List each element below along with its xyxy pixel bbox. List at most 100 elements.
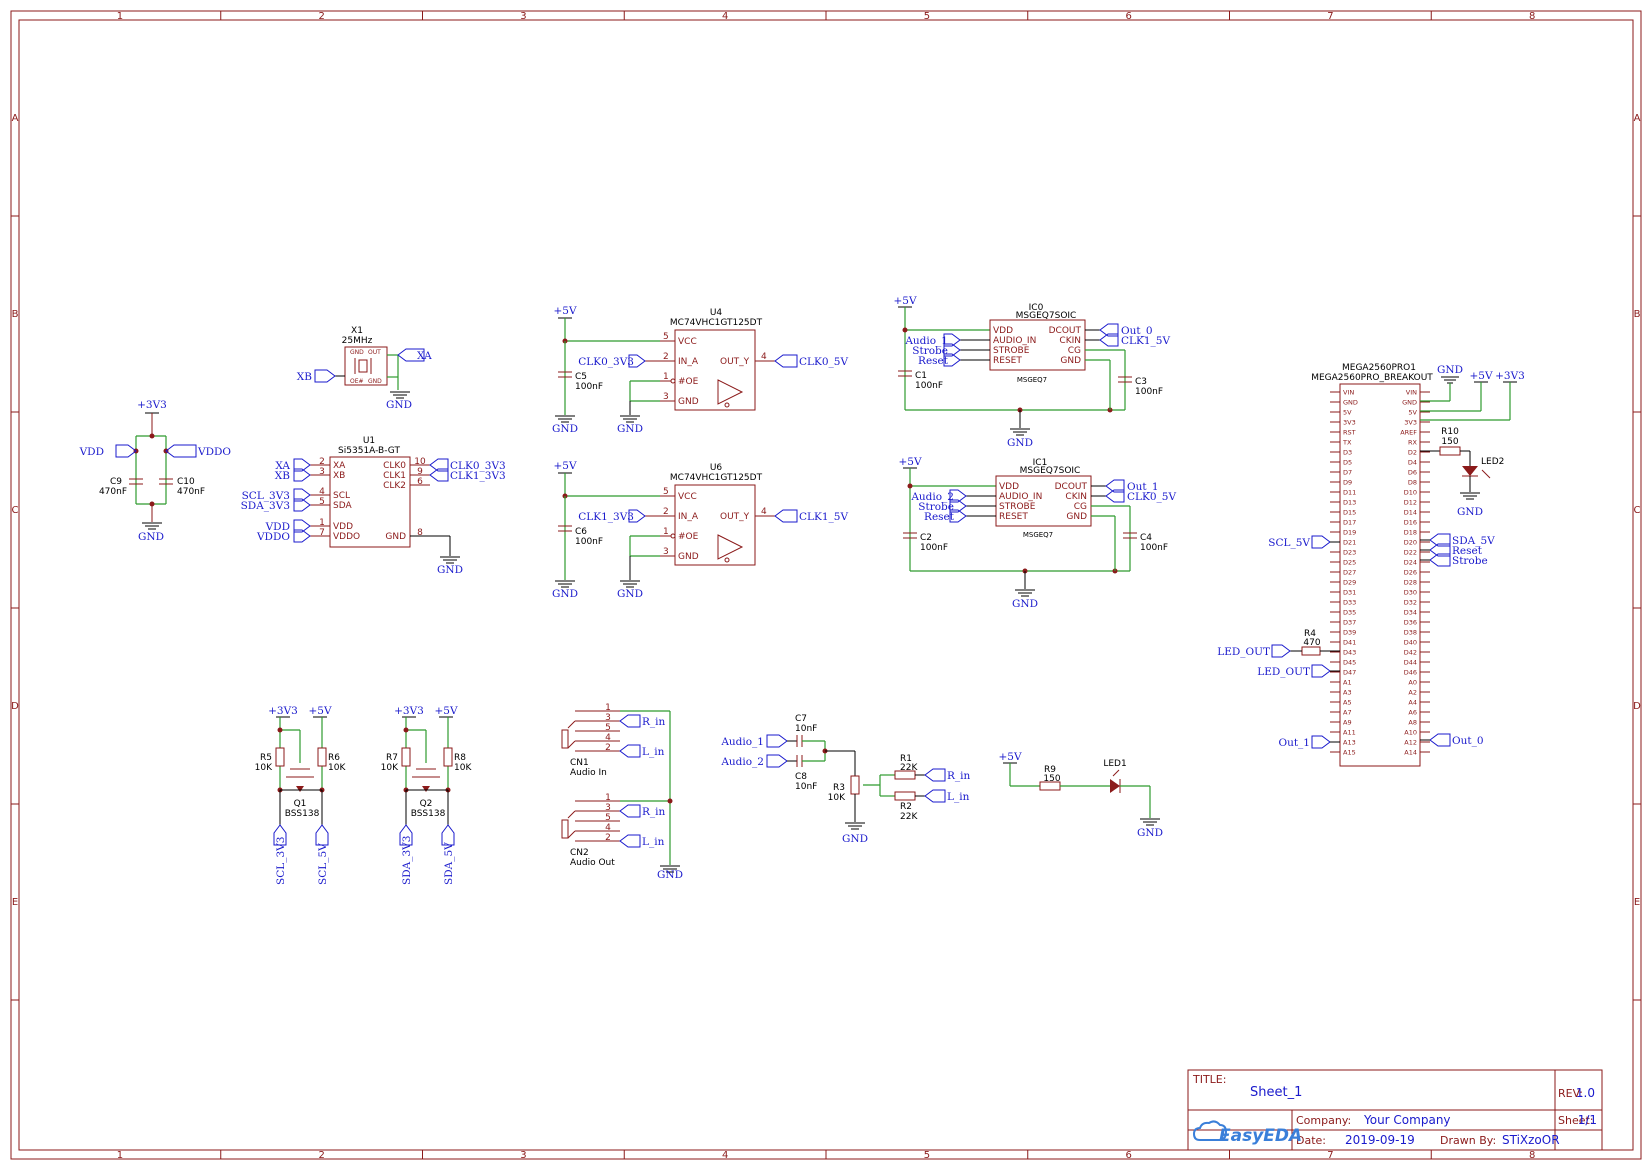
col-label-4: 4: [722, 11, 728, 22]
mega-pin-right-d32: D32: [1404, 599, 1417, 607]
col-label-bottom-3: 3: [520, 1150, 526, 1161]
svg-text:R1: R1: [900, 754, 912, 764]
ic1-body-label: MSGEQ7: [1023, 531, 1053, 539]
c3-value: 100nF: [1135, 387, 1163, 397]
u1-net-flag-sda_3v3[interactable]: [293, 498, 311, 512]
mega-pin-right-d26: D26: [1404, 569, 1417, 577]
u1-net-flag-vddo[interactable]: [293, 529, 311, 543]
u1-ref: U1: [363, 436, 375, 446]
u1-net-flag-xb[interactable]: [293, 468, 311, 482]
mega2560-pro-breakout[interactable]: MEGA2560PRO1 MEGA2560PRO_BREAKOUT VINGND…: [1311, 363, 1433, 767]
mega-pin-right-d44: D44: [1404, 659, 1417, 667]
svg-text:LED_OUT: LED_OUT: [1217, 646, 1270, 658]
c4-ref: C4: [1140, 533, 1152, 543]
row-label-right-E: E: [1634, 897, 1640, 908]
mega-pin-left-a1: A1: [1343, 679, 1352, 687]
cn1-l-in-flag[interactable]: [619, 744, 641, 758]
mega-pin-right-a10: A10: [1404, 729, 1417, 737]
mega-pin-left-3v3: 3V3: [1343, 419, 1356, 427]
svg-text:+5V: +5V: [898, 456, 921, 468]
decoupling-caps[interactable]: +3V3 C9 470nF C10 470nF GND: [99, 399, 205, 543]
u1-pin-num-6: 6: [417, 477, 423, 487]
mega-pin-right-d10: D10: [1404, 489, 1417, 497]
net-clk0-5v-out-flag[interactable]: CLK0_5V: [774, 354, 848, 368]
mega-pin-right-3v3: 3V3: [1404, 419, 1417, 427]
net-vdd-flag-left[interactable]: VDD: [79, 444, 137, 458]
col-label-6: 6: [1125, 11, 1131, 22]
ic0-net-flags[interactable]: Audio_1 Strobe Reset Out_0 CLK1_5V: [904, 323, 1170, 367]
svg-text:SDA_3V3: SDA_3V3: [401, 836, 413, 885]
crystal-x1[interactable]: X1 25MHz GND OUT OE# GND: [335, 326, 399, 390]
led1-circuit[interactable]: +5V R9 150 LED1 GND: [998, 751, 1163, 839]
u1-value: Si5351A-B-GT: [338, 446, 400, 456]
c6-value: 100nF: [575, 537, 603, 547]
svg-text:Reset: Reset: [1452, 545, 1483, 557]
svg-text:10K: 10K: [454, 763, 472, 773]
sheet-value: 1/1: [1578, 1113, 1597, 1127]
cn2-pin-5: 5: [605, 813, 611, 823]
net-vddo-flag-right[interactable]: VDDO: [165, 444, 231, 458]
net-clk0-3v3-in-flag[interactable]: CLK0_3V3: [578, 354, 646, 368]
u4-buffer[interactable]: +5V C5 100nF GND U4 MC74VHC1GT125DT VCC …: [552, 305, 775, 435]
u1-pin-xb: XB: [333, 471, 345, 481]
svg-text:Out_0: Out_0: [1452, 735, 1484, 747]
u6-ref: U6: [710, 463, 723, 473]
ic1-msgeq7[interactable]: +5V C2 100nF GND IC1 MSGEQ7SOIC VDD AUDI…: [898, 456, 1168, 610]
net-clk1-3v3-in-flag[interactable]: CLK1_3V3: [578, 509, 646, 523]
svg-text:+5V: +5V: [1469, 370, 1492, 382]
mega-pin-right-aref: AREF: [1400, 429, 1417, 437]
svg-text:BSS138: BSS138: [411, 809, 446, 819]
row-label-B: B: [12, 309, 19, 320]
ic0-ref: IC0: [1029, 303, 1044, 313]
cn1-pin-2: 2: [605, 743, 611, 753]
svg-text:5: 5: [663, 332, 669, 342]
svg-text:L_in: L_in: [947, 791, 970, 803]
mega-pin-right-d8: D8: [1408, 479, 1417, 487]
ic1-net-flags[interactable]: Audio_2 Strobe Reset Out_1 CLK0_5V: [910, 479, 1176, 523]
u1-net-sda_3v3: SDA_3V3: [241, 500, 290, 512]
net-clk1-5v-out-flag[interactable]: CLK1_5V: [774, 509, 848, 523]
ic0-msgeq7[interactable]: +5V C1 100nF GND IC0 MSGEQ7SOIC VDD AUDI…: [893, 295, 1163, 449]
mega-pin-right-vin: VIN: [1406, 389, 1417, 397]
u6-buffer[interactable]: +5V C6 100nF GND U6 MC74VHC1GT125DT VCC …: [552, 460, 775, 600]
mega-ref: MEGA2560PRO1: [1342, 363, 1416, 373]
col-label-bottom-7: 7: [1327, 1150, 1333, 1161]
svg-text:2: 2: [663, 352, 669, 362]
easyeda-logo: EasyEDA: [1192, 1120, 1302, 1146]
u1-si5351[interactable]: U1 Si5351A-B-GT XA2XAXB3XBSCL4SCL_3V3SDA…: [241, 436, 506, 576]
mega-pin-left-d37: D37: [1343, 619, 1356, 627]
mega-pin-left-a11: A11: [1343, 729, 1356, 737]
svg-text:GND: GND: [1012, 598, 1038, 610]
u1-pin-num-3: 3: [319, 467, 325, 477]
mega-pin-right-d24: D24: [1404, 559, 1417, 567]
svg-text:SCL_5V: SCL_5V: [317, 843, 329, 885]
cn1-net-l-in: L_in: [642, 746, 665, 758]
c3-ref: C3: [1135, 377, 1147, 387]
mega-net-flags[interactable]: SCL_5V SDA_5V Reset Strobe R4 470 LED_OU…: [1217, 533, 1495, 749]
c6-ref: C6: [575, 527, 587, 537]
mega-pin-left-d33: D33: [1343, 599, 1356, 607]
svg-text:R8: R8: [454, 753, 466, 763]
level-shifter-q2[interactable]: +3V3 +5V R7 10K R8 10K Q2 BSS138 SDA_3V3…: [381, 705, 473, 885]
mega-pin-right-d4: D4: [1408, 459, 1417, 467]
u1-pin-gnd: GND: [385, 532, 406, 542]
svg-text:Out_1: Out_1: [1278, 737, 1310, 749]
level-shifter-q1[interactable]: +3V3 +5V R5 10K R6 10K Q1 BSS138 SCL_3V3…: [255, 705, 347, 885]
cn2-r-in-flag[interactable]: [619, 804, 641, 818]
audio-mixer[interactable]: Audio_1 Audio_2 C7 10nF C8 10nF GND R3 1…: [720, 714, 970, 845]
r10-led2[interactable]: R10 150 LED2 GND: [1420, 427, 1504, 518]
cn1-r-in-flag[interactable]: [619, 714, 641, 728]
u1-pin-num-4: 4: [319, 487, 325, 497]
x1-pin-gnd: GND: [350, 349, 364, 356]
net-xa-flag[interactable]: XA: [397, 348, 432, 362]
u1-net-flag-clk1_3v3[interactable]: [429, 468, 449, 482]
cn2-l-in-flag[interactable]: [619, 834, 641, 848]
mega-pin-right-d6: D6: [1408, 469, 1417, 477]
u1-pin-xa: XA: [333, 461, 346, 471]
net-xb-flag[interactable]: XB: [297, 369, 336, 383]
u1-net-scl_3v3: SCL_3V3: [242, 490, 290, 502]
cn2-pin-3: 3: [605, 803, 611, 813]
